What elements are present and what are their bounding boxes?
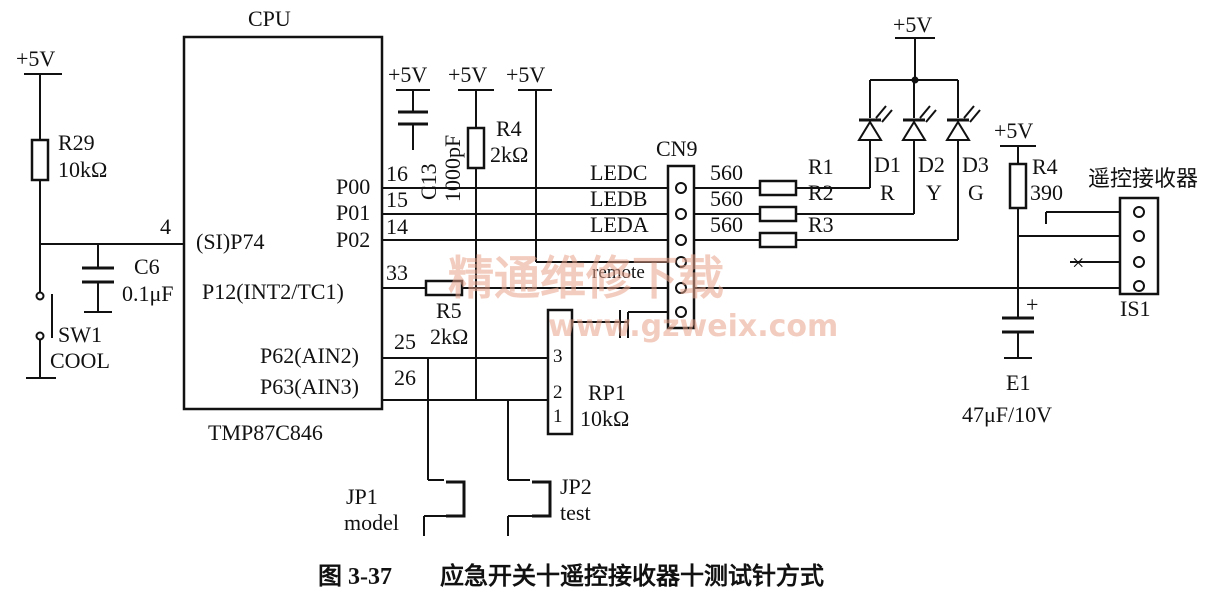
- cpu-pin-wires: [382, 187, 1120, 401]
- r4b-name: R4: [1032, 154, 1058, 179]
- pin-p63-label: P63(AIN3): [260, 374, 359, 399]
- sw1-name: SW1: [58, 322, 102, 347]
- jp2-name: JP2: [560, 474, 592, 499]
- r4a-value: 2kΩ: [490, 142, 528, 167]
- r4b-value: 390: [1030, 180, 1063, 205]
- pin-p00-number: 16: [386, 161, 408, 186]
- figure-number: 图 3-37: [318, 563, 392, 590]
- cpu-part-number: TMP87C846: [208, 420, 323, 445]
- d1-name: D1: [874, 152, 901, 177]
- rp1-value: 10kΩ: [580, 406, 629, 431]
- pin-p12-number: 33: [386, 260, 408, 285]
- r2-name: R2: [808, 180, 834, 205]
- rp1-body: [546, 308, 574, 436]
- pin-p74-label: (SI)P74: [196, 229, 264, 254]
- cn9-name: CN9: [656, 136, 698, 161]
- remote-supply-label: +5V: [506, 62, 545, 87]
- is1-pins: [1133, 206, 1145, 292]
- rp1-pin3: 3: [553, 346, 563, 367]
- e1-plus: +: [1026, 292, 1038, 317]
- cpu-label: CPU: [248, 6, 291, 31]
- c13-name: C13: [416, 163, 441, 200]
- d2-color: Y: [926, 180, 942, 205]
- r3-value: 560: [710, 212, 743, 237]
- r2-value: 560: [710, 186, 743, 211]
- jp1-name: JP1: [346, 484, 378, 509]
- cn9-signal-remote: remote: [592, 262, 645, 283]
- r29-value: 10kΩ: [58, 157, 107, 182]
- d3-name: D3: [962, 152, 989, 177]
- receiver-label: 遥控接收器: [1088, 166, 1198, 191]
- rp1-pin2: 2: [553, 382, 563, 403]
- c6-value: 0.1μF: [122, 281, 174, 306]
- d2-name: D2: [918, 152, 945, 177]
- c6-name: C6: [134, 254, 160, 279]
- c13-r4-remote-wiring: [396, 89, 668, 400]
- rx-supply-label: +5V: [994, 118, 1033, 143]
- r5-value: 2kΩ: [430, 324, 468, 349]
- pin-p00-label: P00: [336, 174, 370, 199]
- watermark-url: www.gzweix.com: [548, 309, 838, 344]
- d3-color: G: [968, 180, 984, 205]
- r5-name: R5: [436, 298, 462, 323]
- is1-unused-mark: ×: [1072, 250, 1084, 275]
- r1-value: 560: [710, 160, 743, 185]
- d1-color: R: [880, 180, 895, 205]
- pin-p02-label: P02: [336, 227, 370, 252]
- r4a-name: R4: [496, 116, 522, 141]
- jp1-label: model: [344, 510, 399, 535]
- c13-supply-label: +5V: [388, 62, 427, 87]
- sw1-label: COOL: [50, 348, 110, 373]
- rp1-pin1: 1: [553, 406, 563, 427]
- led-supply-label: +5V: [893, 12, 932, 37]
- e1-name: E1: [1006, 370, 1030, 395]
- led-resistor-wiring: [694, 37, 981, 249]
- r1-name: R1: [808, 154, 834, 179]
- pin-p62-number: 25: [394, 329, 416, 354]
- cn9-signal-ledb: LEDB: [590, 186, 647, 211]
- r4a-supply-label: +5V: [448, 62, 487, 87]
- jumper-wiring: [423, 358, 552, 536]
- receiver-wiring: [1000, 145, 1120, 359]
- figure-title: 应急开关十遥控接收器十测试针方式: [440, 562, 824, 590]
- pin-p12-label: P12(INT2/TC1): [202, 279, 344, 304]
- sw1-supply-label: +5V: [16, 46, 55, 71]
- pin-p02-number: 14: [386, 214, 408, 239]
- jp2-label: test: [560, 500, 591, 525]
- c13-value: 1000pF: [440, 135, 465, 202]
- cn9-signal-ledc: LEDC: [590, 160, 647, 185]
- watermark-text: 精通维修下载: [448, 251, 724, 305]
- is1-name: IS1: [1120, 296, 1151, 321]
- e1-value: 47μF/10V: [962, 402, 1052, 427]
- pin-p01-number: 15: [386, 187, 408, 212]
- pin-p01-label: P01: [336, 200, 370, 225]
- cpu-block: [182, 35, 384, 411]
- pin-p74-number: 4: [160, 214, 171, 239]
- pin-p63-number: 26: [394, 365, 416, 390]
- left-wiring: [24, 73, 184, 379]
- rp1-name: RP1: [588, 380, 626, 405]
- cn9-pins: [675, 182, 687, 318]
- r29-name: R29: [58, 130, 95, 155]
- pin-p62-label: P62(AIN2): [260, 343, 359, 368]
- cn9-signal-leda: LEDA: [590, 212, 649, 237]
- r3-name: R3: [808, 212, 834, 237]
